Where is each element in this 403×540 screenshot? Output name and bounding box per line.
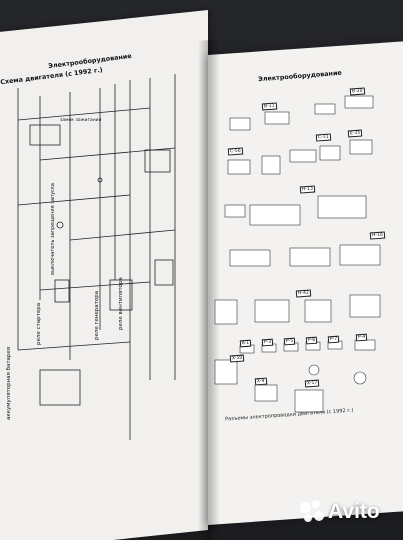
connector-id-label: B-20 [349,87,365,96]
connector-id-label: X-10 [229,354,245,363]
label-starter-relay: реле стартера [36,302,42,345]
connector-id-label: H-42 [295,289,312,298]
connector-id-label: C-31 [315,133,331,142]
label-ignition-lock: замок зажигания [60,118,102,123]
connector-id-label: B-11 [261,102,277,111]
connector-id-label: H-16 [369,231,386,240]
avito-watermark: Avito [300,500,380,524]
label-battery: аккумуляторная батарея [6,346,12,420]
connector-id-label: P-7 [327,335,340,344]
avito-wordmark: Avito [328,500,380,523]
connector-id-label: P-6 [305,336,318,345]
connector-id-label: H-13 [299,185,316,194]
label-start-switch: выключатель запрещения запуска [50,183,56,275]
label-generator-relay: реле генератора [94,290,100,340]
connector-id-label: X-17 [304,379,320,388]
connector-id-label: K-1 [239,339,252,348]
connector-id-label: X-9 [254,377,267,386]
connector-id-label: P-3 [261,338,274,347]
connector-id-label: E-35 [347,129,363,138]
connector-id-label: P-5 [283,337,296,346]
connector-id-label: C-56 [227,147,243,156]
connector-id-label: P-4 [355,333,368,342]
avito-logo-icon [300,500,324,524]
label-fan-relay: реле вентилятора [118,277,124,330]
